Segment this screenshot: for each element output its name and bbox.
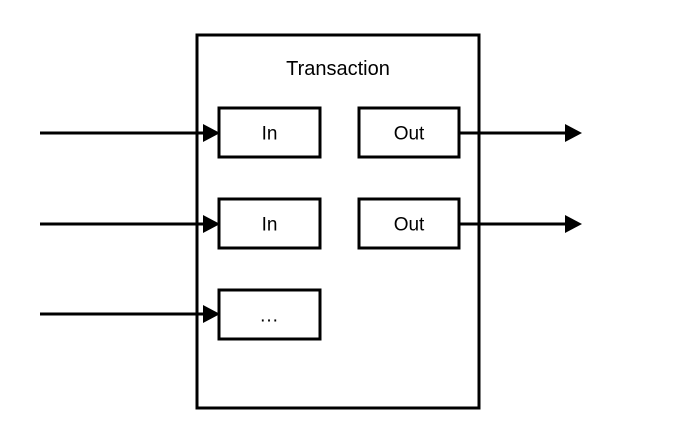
- arrowhead-icon: [565, 215, 582, 233]
- arrowhead-icon: [203, 124, 220, 142]
- input-box-label: In: [262, 215, 278, 236]
- output-arrow-group: [459, 124, 582, 233]
- input-arrow-group: [40, 124, 220, 323]
- input-box-group: InIn...: [217, 106, 322, 341]
- arrowhead-icon: [203, 215, 220, 233]
- input-box-label: ...: [260, 306, 279, 327]
- output-box-label: Out: [394, 215, 425, 236]
- output-box-label: Out: [394, 124, 425, 145]
- input-box-label: In: [262, 124, 278, 145]
- output-box: [357, 197, 461, 250]
- transaction-title: Transaction: [286, 58, 390, 80]
- input-box: [217, 106, 322, 159]
- output-box: [357, 106, 461, 159]
- arrowhead-icon: [565, 124, 582, 142]
- input-box: [217, 288, 322, 341]
- transaction-container-outline: [195, 33, 481, 410]
- input-box: [217, 197, 322, 250]
- arrowhead-icon: [203, 305, 220, 323]
